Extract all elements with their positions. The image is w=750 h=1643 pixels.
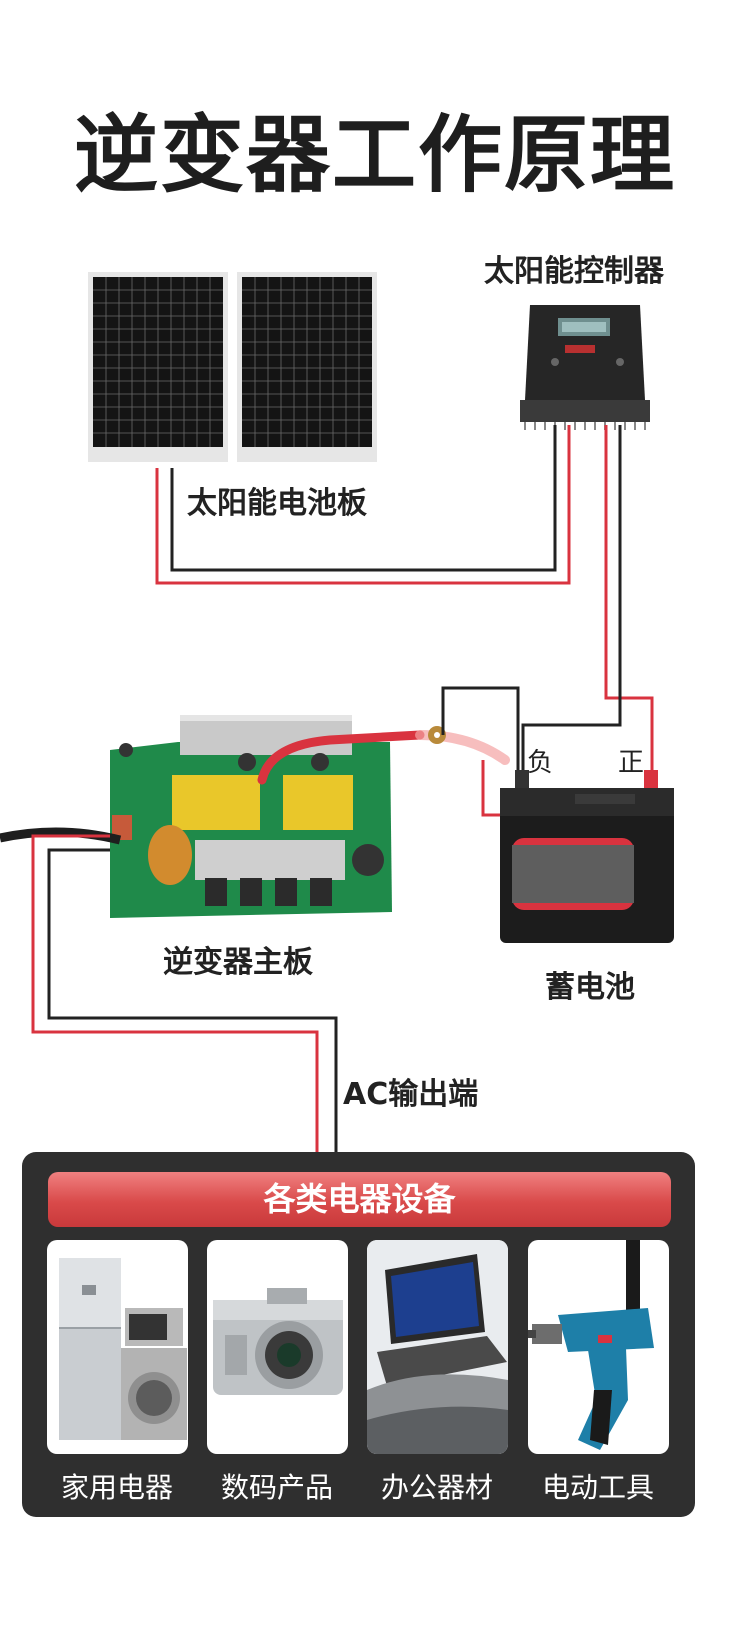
device-label-digital: 数码产品 xyxy=(220,1471,333,1504)
page-title: 逆变器工作原理 xyxy=(73,106,676,204)
device-label-office: 办公器材 xyxy=(380,1471,493,1504)
solar-panel-icon xyxy=(88,272,377,462)
laptop-icon xyxy=(367,1240,508,1454)
power-drill-icon xyxy=(528,1240,654,1450)
device-card-home-appliance xyxy=(47,1240,188,1454)
digital-camera-icon xyxy=(213,1288,343,1395)
solar-controller-label: 太阳能控制器 xyxy=(484,254,664,289)
battery-icon xyxy=(500,770,674,943)
home-appliance-icon xyxy=(59,1258,187,1440)
device-card-office xyxy=(367,1240,508,1454)
ac-output-label: AC输出端 xyxy=(343,1077,479,1112)
inverter-board-icon xyxy=(110,715,392,918)
device-card-digital xyxy=(207,1240,348,1454)
device-card-power-tool xyxy=(528,1240,669,1454)
devices-header: 各类电器设备 xyxy=(48,1172,671,1227)
positive-terminal-label: 正 xyxy=(618,748,645,778)
device-label-home-appliance: 家用电器 xyxy=(60,1471,173,1504)
negative-terminal-label: 负 xyxy=(527,748,554,778)
battery-label: 蓄电池 xyxy=(545,970,635,1005)
inverter-board-label: 逆变器主板 xyxy=(163,945,313,980)
device-label-power-tool: 电动工具 xyxy=(541,1471,654,1504)
solar-panel-label: 太阳能电池板 xyxy=(187,486,367,521)
solar-controller-icon xyxy=(520,305,650,430)
